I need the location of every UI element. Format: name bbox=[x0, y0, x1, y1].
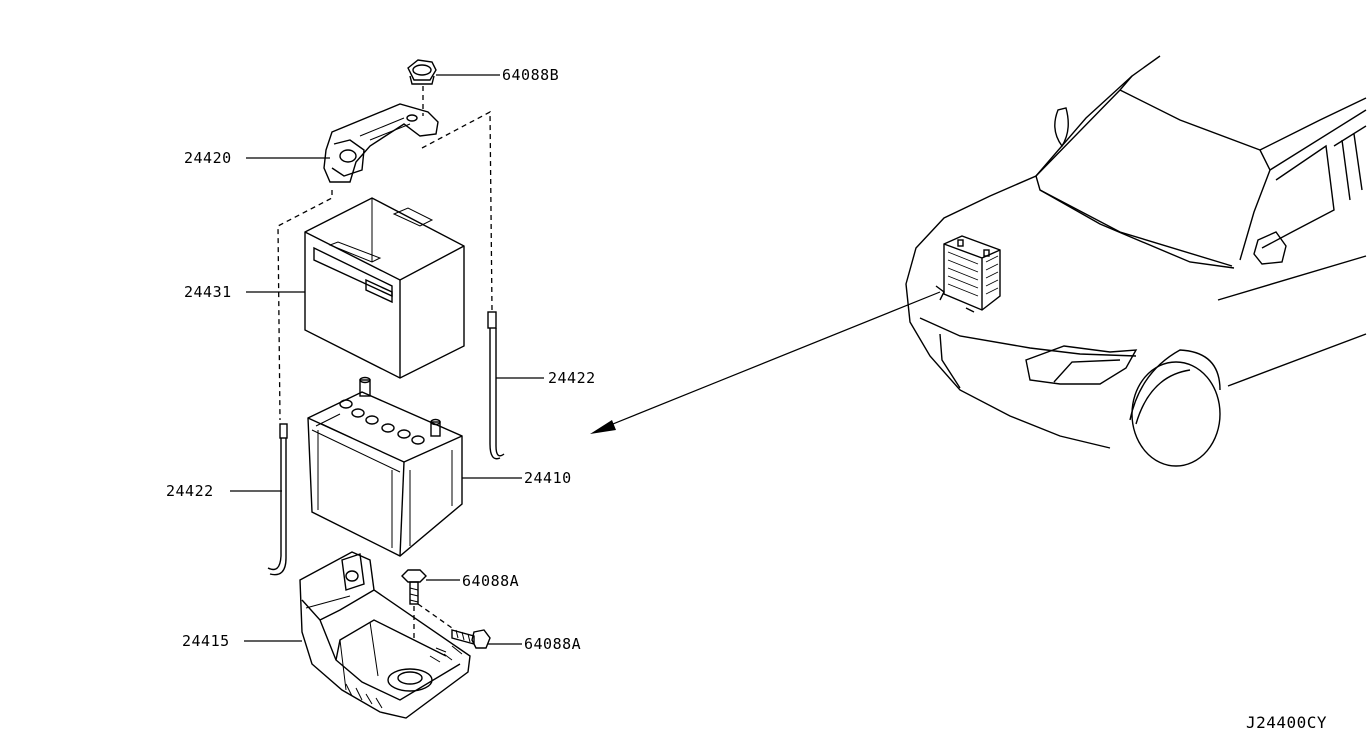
bolt-64088a-upper bbox=[401, 569, 427, 605]
document-id: J24400CY bbox=[1246, 713, 1327, 732]
label-64088a-lower: 64088A bbox=[524, 635, 581, 653]
nut-64088b bbox=[407, 59, 437, 85]
battery-cover bbox=[304, 197, 465, 379]
bolt-64088a-lower bbox=[451, 629, 491, 649]
label-24410: 24410 bbox=[524, 469, 572, 487]
label-24420: 24420 bbox=[184, 149, 232, 167]
dash-bracket-right bbox=[421, 110, 493, 311]
rod-right bbox=[487, 311, 505, 460]
label-64088a-upper: 64088A bbox=[462, 572, 519, 590]
hold-down-bracket bbox=[323, 103, 439, 183]
battery-terminal-pos bbox=[359, 376, 371, 397]
vehicle-front-view bbox=[905, 55, 1367, 467]
dash-bracket-left bbox=[277, 190, 333, 421]
vehicle-battery-location bbox=[935, 235, 1001, 313]
battery-tray bbox=[299, 551, 471, 719]
label-64088b: 64088B bbox=[502, 66, 559, 84]
label-24422-left: 24422 bbox=[166, 482, 214, 500]
label-24422-right: 24422 bbox=[548, 369, 596, 387]
battery-cell-caps bbox=[339, 399, 425, 445]
battery-terminal-neg bbox=[430, 418, 441, 437]
rod-left bbox=[267, 423, 288, 576]
battery bbox=[307, 376, 463, 557]
location-arrow bbox=[590, 291, 941, 434]
axis-bolt-lower bbox=[417, 603, 453, 629]
label-24415: 24415 bbox=[182, 632, 230, 650]
label-24431: 24431 bbox=[184, 283, 232, 301]
